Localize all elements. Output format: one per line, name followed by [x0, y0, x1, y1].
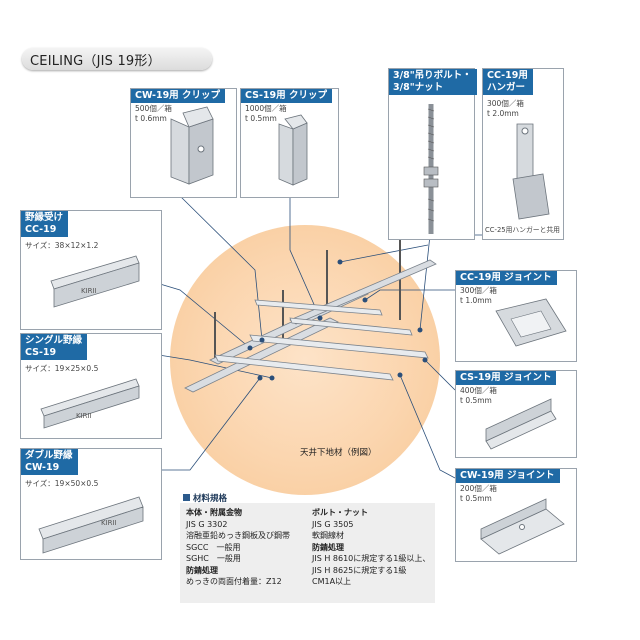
panel-title: 野縁受け CC-19 — [21, 211, 69, 237]
panel-qty: 200個／箱 — [460, 484, 497, 493]
spec-left-line: SGHC 一般用 — [186, 554, 241, 563]
spec-right-line: JIS H 8610に規定する1級以上、 — [312, 554, 431, 563]
joint-illustration — [485, 398, 557, 450]
panel-title: CC-19用 ジョイント — [456, 271, 557, 285]
panel-cs19-clip: CS-19用 クリップ 1000個／箱 t 0.5mm — [240, 88, 339, 198]
title-bar — [22, 48, 212, 70]
panel-size: サイズ：38×12×1.2 — [25, 241, 99, 250]
panel-cw19-joint: CW-19用 ジョイント 200個／箱 t 0.5mm — [455, 468, 577, 562]
panel-title: CS-19用 クリップ — [241, 89, 332, 103]
spec-left-heading: 本体・附属金物 — [186, 508, 242, 517]
spec-left-line: 溶融亜鉛めっき鋼板及び鋼帯 — [186, 531, 290, 540]
panel-thickness: t 2.0mm — [487, 109, 519, 118]
panel-title: CW-19用 ジョイント — [456, 469, 560, 483]
panel-cw19-clip: CW-19用 クリップ 500個／箱 t 0.6mm — [130, 88, 237, 198]
hanger-illustration — [512, 123, 550, 220]
spec-right-line: JIS H 8625に規定する1級 — [312, 565, 407, 575]
panel-cc19-joint: CC-19用 ジョイント 300個／箱 t 1.0mm — [455, 270, 577, 362]
panel-thickness: t 0.6mm — [135, 114, 167, 123]
panel-size: サイズ：19×50×0.5 — [25, 479, 99, 488]
panel-note: CC-25用ハンガーと共用 — [485, 226, 560, 234]
spec-table — [180, 503, 435, 603]
spec-left-line: めっきの両面付着量：Z12 — [186, 577, 282, 586]
panel-qty: 300個／箱 — [487, 99, 524, 108]
page-title: CEILING（JIS 19形） — [30, 54, 161, 69]
spec-right-heading: 防錆処理 — [312, 542, 344, 552]
clip-illustration — [278, 114, 308, 186]
cc19-illustration: KIRII — [50, 255, 140, 308]
panel-title-line1: 3/8"吊りボルト・ — [393, 70, 472, 81]
joint-illustration — [495, 298, 567, 347]
spec-left: 本体・附属金物 JIS G 3302 溶融亜鉛めっき鋼板及び鋼帯 SGCC 一般… — [186, 507, 290, 588]
spec-left-heading: 防錆処理 — [186, 565, 218, 575]
spec-right-line: 軟鋼線材 — [312, 531, 344, 540]
panel-title: CW-19用 クリップ — [131, 89, 225, 103]
panel-bolt: 3/8"吊りボルト・ 3/8"ナット — [388, 68, 477, 240]
panel-cs19: シングル野縁 CS-19 サイズ：19×25×0.5 KIRII — [20, 333, 162, 439]
joint-illustration — [480, 498, 565, 555]
panel-cs19-joint: CS-19用 ジョイント 400個／箱 t 0.5mm — [455, 370, 577, 458]
spec-left-line: SGCC 一般用 — [186, 542, 241, 552]
panel-title: 3/8"吊りボルト・ 3/8"ナット — [389, 69, 477, 95]
panel-cc19: 野縁受け CC-19 サイズ：38×12×1.2 KIRII — [20, 210, 162, 330]
bolt-illustration — [423, 104, 439, 234]
panel-qty: 500個／箱 — [135, 104, 172, 113]
spec-right-line: CM1A以上 — [312, 577, 352, 586]
panel-qty: 1000個／箱 — [245, 104, 287, 113]
panel-title-line1: ダブル野縁 — [25, 450, 73, 461]
kirii-logo: KIRII — [101, 519, 117, 527]
panel-title-line2: CS-19 — [25, 347, 57, 358]
spec-right: ボルト・ナット JIS G 3505 軟鋼線材 防錆処理 JIS H 8610に… — [312, 507, 430, 588]
panel-title-line1: シングル野縁 — [25, 335, 83, 346]
cs19-illustration: KIRII — [40, 378, 140, 429]
panel-cc19-hanger: CC-19用 ハンガー 300個／箱 t 2.0mm CC-25用ハンガーと共用 — [482, 68, 564, 240]
panel-qty: 300個／箱 — [460, 286, 497, 295]
spec-right-line: JIS G 3505 — [312, 519, 354, 529]
kirii-logo: KIRII — [81, 287, 97, 295]
diagram-caption: 天井下地材（例図） — [300, 448, 377, 458]
panel-title-line2: ハンガー — [487, 82, 526, 93]
cw19-illustration: KIRII — [38, 496, 144, 554]
panel-title-line2: CC-19 — [25, 224, 57, 235]
panel-thickness: t 1.0mm — [460, 296, 492, 305]
panel-thickness: t 0.5mm — [460, 494, 492, 503]
spec-left-line: JIS G 3302 — [186, 519, 228, 529]
panel-title: ダブル野縁 CW-19 — [21, 449, 78, 475]
clip-illustration — [170, 106, 214, 185]
panel-thickness: t 0.5mm — [460, 396, 492, 405]
panel-title-line2: 3/8"ナット — [393, 82, 444, 93]
panel-title-line1: CC-19用 — [487, 70, 528, 81]
panel-title: シングル野縁 CS-19 — [21, 334, 88, 360]
panel-size: サイズ：19×25×0.5 — [25, 364, 99, 373]
spec-heading: 材料規格 — [183, 492, 227, 504]
panel-title-line2: CW-19 — [25, 462, 60, 473]
spec-heading-text: 材料規格 — [193, 494, 228, 504]
panel-cw19: ダブル野縁 CW-19 サイズ：19×50×0.5 KIRII — [20, 448, 162, 560]
panel-title: CS-19用 ジョイント — [456, 371, 557, 385]
panel-title: CC-19用 ハンガー — [483, 69, 533, 95]
panel-thickness: t 0.5mm — [245, 114, 277, 123]
panel-qty: 400個／箱 — [460, 386, 497, 395]
kirii-logo: KIRII — [76, 412, 92, 420]
spec-right-heading: ボルト・ナット — [312, 508, 368, 517]
panel-title-line1: 野縁受け — [25, 212, 64, 223]
